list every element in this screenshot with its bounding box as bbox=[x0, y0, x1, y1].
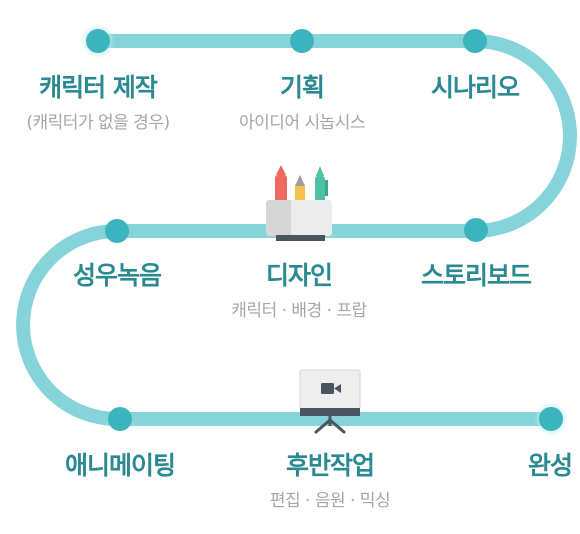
step-subtitle-post-production: 편집 · 음원 · 믹싱 bbox=[269, 491, 391, 511]
step-node-3 bbox=[463, 29, 487, 53]
step-subtitle-character-design: (캐릭터가 없을 경우) bbox=[26, 113, 170, 133]
step-node-2 bbox=[290, 29, 314, 53]
step-title-scenario: 시나리오 bbox=[430, 73, 520, 102]
step-node-1 bbox=[81, 24, 115, 58]
step-node-6 bbox=[105, 219, 129, 243]
step-title-storyboard: 스토리보드 bbox=[420, 261, 532, 290]
step-title-voice-recording: 성우녹음 bbox=[72, 261, 162, 290]
step-title-design: 디자인 bbox=[265, 261, 333, 290]
step-title-character-design: 캐릭터 제작 bbox=[39, 73, 158, 102]
step-node-7 bbox=[108, 407, 132, 431]
step-title-planning: 기획 bbox=[279, 73, 325, 102]
pencil-cup-icon bbox=[266, 165, 332, 241]
step-title-animating: 애니메이팅 bbox=[64, 451, 176, 480]
step-subtitle-design: 캐릭터 · 배경 · 프랍 bbox=[231, 301, 367, 321]
step-node-9 bbox=[534, 402, 568, 436]
step-node-4 bbox=[464, 218, 488, 242]
monitor-camera-icon bbox=[299, 369, 361, 434]
step-title-complete: 완성 bbox=[527, 451, 573, 480]
step-title-post-production: 후반작업 bbox=[285, 451, 375, 480]
step-subtitle-planning: 아이디어 시놉시스 bbox=[238, 113, 366, 133]
